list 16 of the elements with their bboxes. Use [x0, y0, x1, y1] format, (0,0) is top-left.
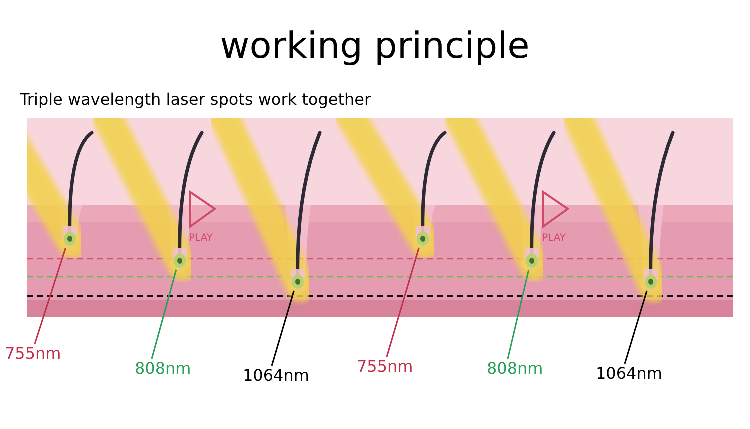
- wavelength-label: 1064nm: [596, 364, 662, 383]
- leader-line: [386, 248, 420, 358]
- wavelength-label: 808nm: [135, 359, 192, 378]
- leader-line: [34, 248, 67, 344]
- wavelength-label: 1064nm: [243, 366, 310, 385]
- wavelength-label: 755nm: [5, 344, 62, 363]
- play-label: PLAY: [189, 233, 214, 244]
- leader-line: [271, 290, 295, 366]
- wavelength-label: 808nm: [487, 359, 544, 378]
- leader-line: [507, 270, 530, 360]
- leader-line: [624, 290, 648, 364]
- subtitle: Triple wavelength laser spots work together: [20, 90, 372, 109]
- wavelength-label: 755nm: [357, 357, 414, 376]
- play-label: PLAY: [542, 233, 566, 244]
- leader-line: [151, 270, 178, 360]
- title: working principle: [219, 26, 531, 67]
